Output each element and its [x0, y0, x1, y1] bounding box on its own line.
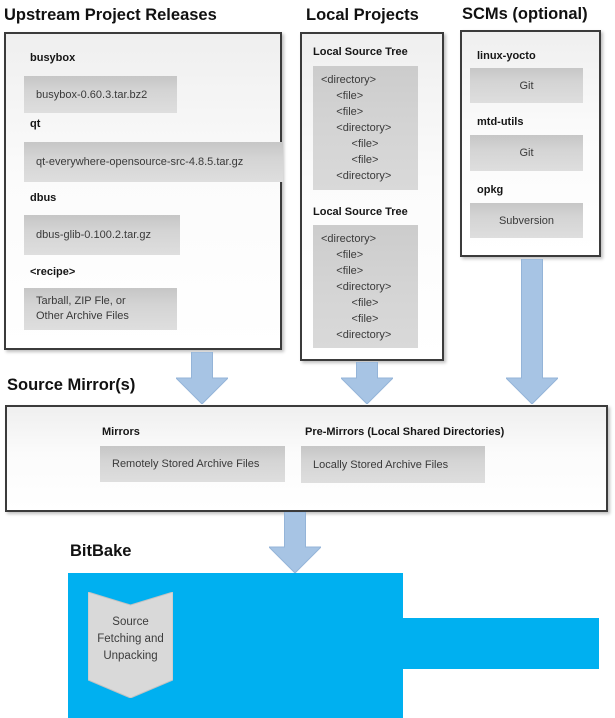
- scms-title: SCMs (optional): [462, 5, 588, 23]
- tree-line: <file>: [321, 154, 379, 166]
- bitbake-output-bar: [402, 618, 599, 669]
- local-to-mirrors-arrow: [341, 362, 393, 404]
- recipe-name-label: <recipe>: [30, 266, 76, 278]
- tree-line: <file>: [321, 313, 379, 325]
- premirrors-label: Pre-Mirrors (Local Shared Directories): [305, 426, 505, 438]
- mirrors-to-bitbake-arrow: [269, 512, 321, 573]
- scm-recipe-label: mtd-utils: [477, 116, 524, 128]
- recipe-name-label: busybox: [30, 52, 76, 64]
- tree-line: <directory>: [321, 329, 392, 341]
- upstream-to-mirrors-arrow: [176, 352, 228, 404]
- upstream-archive-types: Tarball, ZIP Fle, or Other Archive Files: [24, 288, 177, 330]
- tree-line: <directory>: [321, 74, 377, 86]
- local-projects-panel: Local Source Tree <directory> <file> <fi…: [300, 32, 444, 361]
- mirrors-label: Mirrors: [102, 426, 140, 438]
- tree-line: <file>: [321, 297, 379, 309]
- tree-line: <file>: [321, 265, 364, 277]
- upstream-tarball: busybox-0.60.3.tar.bz2: [24, 76, 177, 113]
- premirrors-box: Locally Stored Archive Files: [301, 446, 485, 483]
- tree-line: <file>: [321, 106, 364, 118]
- scm-recipe-label: linux-yocto: [477, 50, 536, 62]
- upstream-tarball: qt-everywhere-opensource-src-4.8.5.tar.g…: [24, 142, 283, 182]
- scm-type-box: Subversion: [470, 203, 583, 238]
- source-mirrors-panel: Mirrors Remotely Stored Archive Files Pr…: [5, 405, 608, 512]
- tree-line: <file>: [321, 138, 379, 150]
- tree-line: <directory>: [321, 281, 392, 293]
- local-source-tree-label: Local Source Tree: [313, 46, 408, 58]
- mirrors-box: Remotely Stored Archive Files: [100, 446, 285, 482]
- tree-line: <directory>: [321, 233, 377, 245]
- local-source-tree: <directory> <file> <file> <directory> <f…: [313, 225, 418, 348]
- source-mirrors-title: Source Mirror(s): [7, 376, 136, 394]
- scm-type-box: Git: [470, 135, 583, 171]
- upstream-tarball: dbus-glib-0.100.2.tar.gz: [24, 215, 180, 255]
- bitbake-title: BitBake: [70, 542, 132, 560]
- source-fetching-chevron: [88, 592, 173, 698]
- upstream-releases-title: Upstream Project Releases: [4, 6, 217, 24]
- scm-recipe-label: opkg: [477, 184, 504, 196]
- scms-panel: linux-yocto Git mtd-utils Git opkg Subve…: [460, 30, 601, 257]
- tree-line: <directory>: [321, 170, 392, 182]
- tree-line: <file>: [321, 249, 364, 261]
- scm-type-box: Git: [470, 68, 583, 103]
- local-source-tree: <directory> <file> <file> <directory> <f…: [313, 66, 418, 190]
- local-projects-title: Local Projects: [306, 6, 419, 24]
- upstream-releases-panel: busybox busybox-0.60.3.tar.bz2 qt qt-eve…: [4, 32, 283, 350]
- recipe-name-label: qt: [30, 118, 41, 130]
- tree-line: <directory>: [321, 122, 392, 134]
- local-source-tree-label: Local Source Tree: [313, 206, 408, 218]
- source-fetching-label: Source Fetching and Unpacking: [97, 616, 164, 662]
- scms-to-mirrors-arrow: [506, 259, 558, 404]
- recipe-name-label: dbus: [30, 192, 57, 204]
- tree-line: <file>: [321, 90, 364, 102]
